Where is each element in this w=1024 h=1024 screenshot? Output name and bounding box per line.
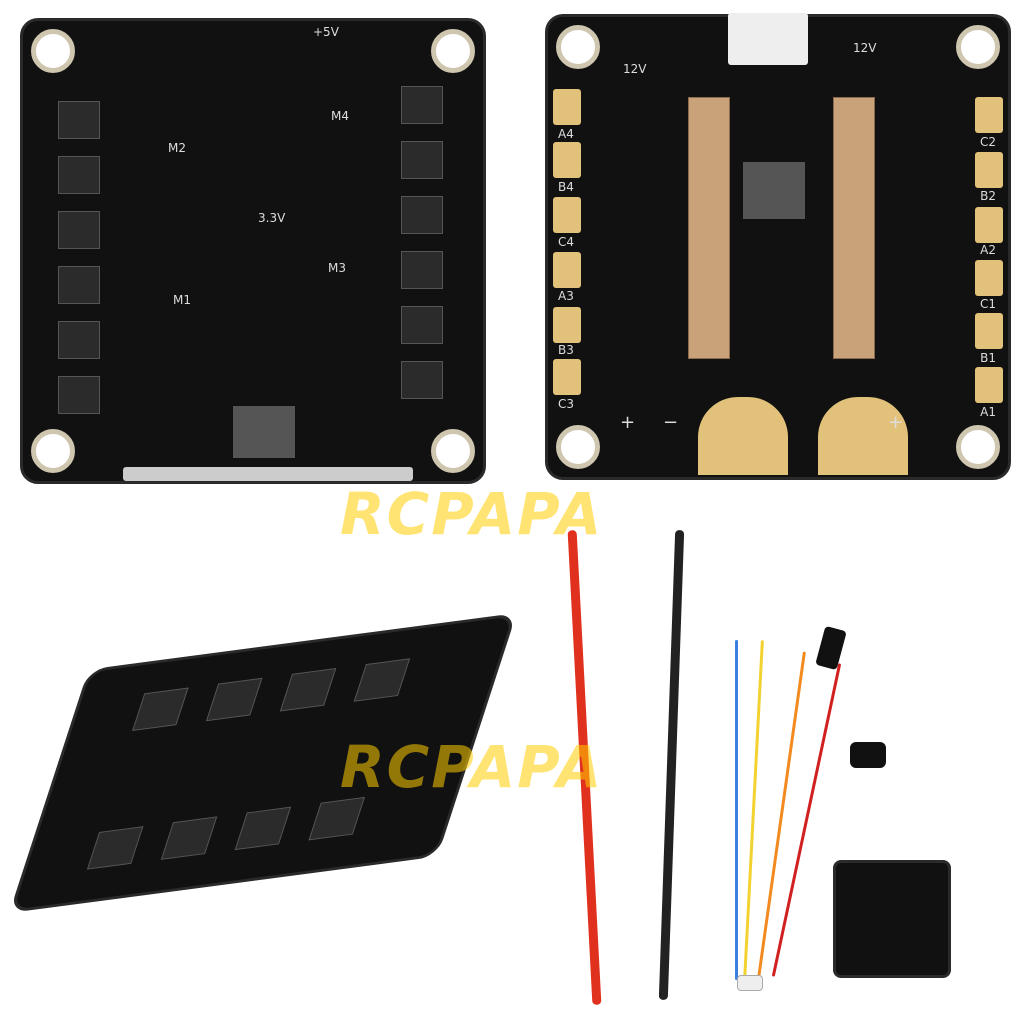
pad [553, 142, 581, 178]
mosfet [234, 806, 292, 851]
mosfet [58, 156, 100, 194]
pad [553, 307, 581, 343]
label-a3: A3 [558, 289, 574, 303]
mount-hole [431, 429, 475, 473]
mosfet [401, 251, 443, 289]
label-b4: B4 [558, 180, 574, 194]
pad [975, 260, 1003, 296]
mosfet [401, 196, 443, 234]
label-m3: M3 [328, 261, 346, 275]
mosfet [308, 796, 366, 841]
label-5v: +5V [313, 25, 339, 39]
label-c1: C1 [979, 297, 996, 311]
signal-wire-blue [735, 640, 738, 980]
label-plus-right: + [888, 412, 904, 433]
pad [553, 252, 581, 288]
power-pad-positive [818, 397, 908, 475]
mount-hole [431, 29, 475, 73]
mosfet [86, 826, 144, 870]
mount-hole [556, 25, 600, 69]
mosfet [401, 306, 443, 344]
capacitor-column [688, 97, 730, 359]
mosfet [205, 677, 263, 722]
pad [975, 97, 1003, 133]
mount-hole [31, 429, 75, 473]
mount-hole [31, 29, 75, 73]
label-a4: A4 [558, 127, 574, 141]
mount-hole [956, 425, 1000, 469]
label-m2: M2 [168, 141, 186, 155]
inductor [743, 162, 805, 219]
esc-board-top-side: +5V M2 M4 3.3V M3 M1 [20, 18, 486, 484]
mosfet [401, 361, 443, 399]
mosfet [58, 321, 100, 359]
mosfet [58, 266, 100, 304]
mosfet [58, 376, 100, 414]
label-b1: B1 [980, 351, 996, 365]
watermark-logo: RCPAPA [340, 480, 604, 548]
label-3v3: 3.3V [258, 211, 286, 225]
connector [728, 13, 808, 65]
mosfet [160, 816, 218, 860]
bottom-edge-strip [123, 467, 413, 481]
esc-board-small [833, 860, 951, 978]
capacitor [850, 742, 886, 768]
pad [975, 152, 1003, 188]
label-plus-left: + [620, 412, 636, 433]
mosfet [401, 141, 443, 179]
label-b3: B3 [558, 343, 574, 357]
inductor [233, 406, 295, 458]
watermark-logo: RCPAPA [340, 733, 604, 801]
pad [975, 207, 1003, 243]
label-12v-left: 12V [623, 62, 647, 76]
label-m1: M1 [173, 293, 191, 307]
servo-connector [815, 625, 847, 671]
pad [553, 359, 581, 395]
esc-board-bottom-side: 12V 12V A4 B4 C4 A3 B3 C3 C2 B2 A2 C1 B1… [545, 13, 1011, 480]
jst-connector [737, 975, 763, 991]
power-pad-negative [698, 397, 788, 475]
mosfet [132, 687, 189, 731]
label-c2: C2 [979, 135, 996, 149]
mosfet [353, 658, 411, 702]
label-c3: C3 [558, 397, 575, 411]
label-c4: C4 [558, 235, 575, 249]
mosfet [58, 211, 100, 249]
signal-wire-yellow [743, 640, 764, 980]
pad [553, 89, 581, 125]
label-minus: − [663, 412, 679, 433]
mosfet [279, 668, 337, 712]
pad [975, 313, 1003, 349]
capacitor-column [833, 97, 875, 359]
label-b2: B2 [980, 189, 996, 203]
label-a1: A1 [980, 405, 996, 419]
label-m4: M4 [331, 109, 349, 123]
black-power-wire [658, 529, 685, 1001]
mount-hole [556, 425, 600, 469]
mount-hole [956, 25, 1000, 69]
pad [553, 197, 581, 233]
label-12v-right: 12V [853, 41, 877, 55]
label-a2: A2 [980, 243, 996, 257]
mosfet [58, 101, 100, 139]
pad [975, 367, 1003, 403]
mosfet [401, 86, 443, 124]
